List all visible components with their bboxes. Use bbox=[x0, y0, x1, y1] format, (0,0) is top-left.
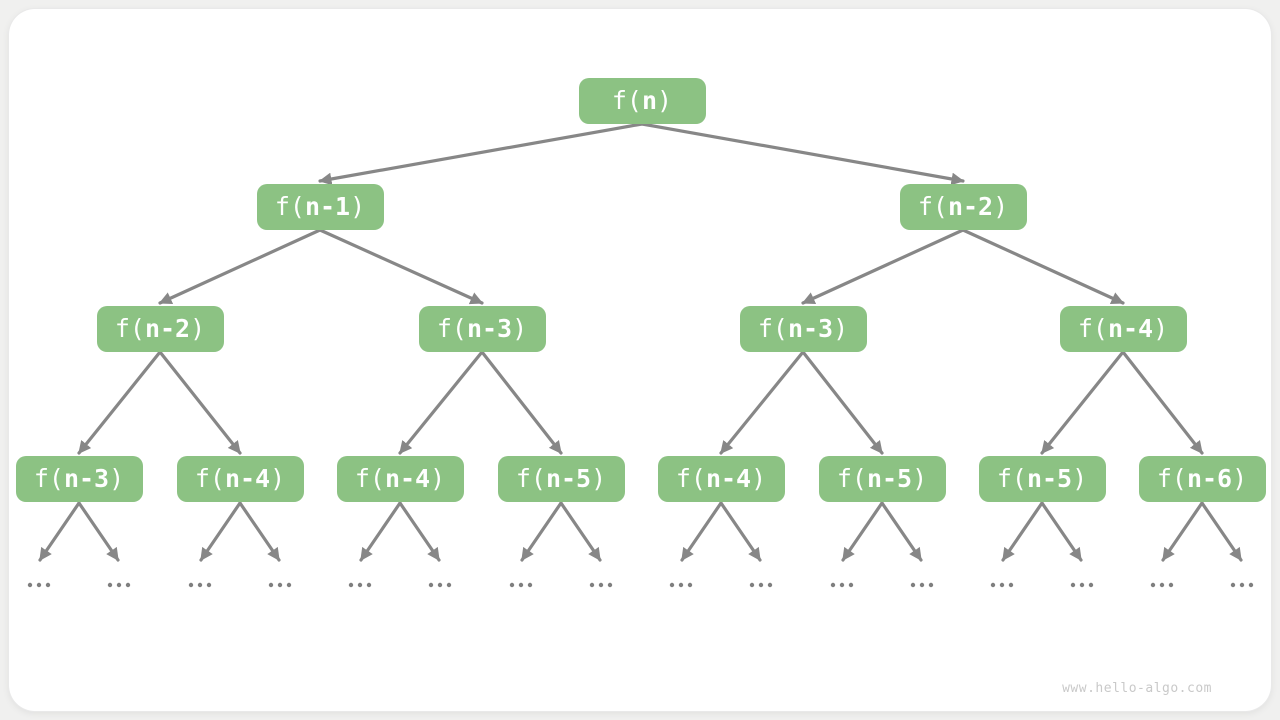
ellipsis-dot bbox=[910, 582, 916, 588]
ellipsis bbox=[1150, 582, 1174, 588]
edge-arrow bbox=[318, 122, 644, 186]
ellipsis-dot bbox=[830, 582, 836, 588]
ellipsis-dot bbox=[749, 582, 755, 588]
edge-arrow bbox=[1161, 501, 1204, 562]
edge-arrow bbox=[520, 501, 563, 562]
edge-arrow bbox=[559, 501, 602, 562]
ellipsis bbox=[910, 582, 934, 588]
ellipsis bbox=[830, 582, 854, 588]
ellipsis-dot bbox=[598, 582, 604, 588]
ellipsis bbox=[27, 582, 51, 588]
ellipsis bbox=[348, 582, 372, 588]
edge-arrow bbox=[238, 501, 281, 562]
ellipsis-dot bbox=[767, 582, 773, 588]
ellipsis-dot bbox=[437, 582, 443, 588]
ellipsis-dot bbox=[45, 582, 51, 588]
edge-arrow bbox=[77, 501, 120, 562]
edge-arrow bbox=[318, 228, 484, 305]
ellipsis bbox=[428, 582, 452, 588]
ellipsis-dot bbox=[27, 582, 33, 588]
ellipsis-dot bbox=[107, 582, 113, 588]
ellipsis-dot bbox=[206, 582, 212, 588]
edge-arrow bbox=[77, 350, 162, 455]
edge-arrow bbox=[801, 350, 884, 455]
ellipsis-dot bbox=[669, 582, 675, 588]
ellipsis-dot bbox=[678, 582, 684, 588]
ellipsis-dot bbox=[116, 582, 122, 588]
ellipsis-dot bbox=[999, 582, 1005, 588]
edge-arrow bbox=[158, 350, 242, 455]
edge-arrow bbox=[359, 501, 402, 562]
watermark: www.hello-algo.com bbox=[1062, 681, 1212, 696]
ellipsis-dot bbox=[758, 582, 764, 588]
ellipsis-dot bbox=[1079, 582, 1085, 588]
ellipsis-dot bbox=[125, 582, 131, 588]
ellipsis-dot bbox=[277, 582, 283, 588]
ellipsis-dot bbox=[509, 582, 515, 588]
edge-arrow bbox=[719, 350, 805, 455]
ellipsis-dot bbox=[197, 582, 203, 588]
ellipsis-dot bbox=[446, 582, 452, 588]
ellipsis bbox=[669, 582, 693, 588]
ellipsis-dot bbox=[366, 582, 372, 588]
ellipsis-dot bbox=[1008, 582, 1014, 588]
edge-arrow bbox=[480, 350, 563, 455]
ellipsis-dot bbox=[188, 582, 194, 588]
ellipsis bbox=[107, 582, 131, 588]
ellipsis-dot bbox=[1088, 582, 1094, 588]
diagram-panel bbox=[9, 9, 1271, 711]
edge-arrow bbox=[1200, 501, 1243, 562]
edge-arrow bbox=[398, 501, 441, 562]
ellipsis-dot bbox=[348, 582, 354, 588]
ellipsis bbox=[188, 582, 212, 588]
ellipsis-dot bbox=[1159, 582, 1165, 588]
edge-arrow bbox=[38, 501, 81, 562]
ellipsis-dot bbox=[268, 582, 274, 588]
ellipsis bbox=[589, 582, 613, 588]
ellipsis-dot bbox=[589, 582, 595, 588]
ellipsis bbox=[509, 582, 533, 588]
ellipsis-dot bbox=[1150, 582, 1156, 588]
edge-arrow bbox=[841, 501, 884, 562]
ellipsis-dot bbox=[919, 582, 925, 588]
ellipsis-dot bbox=[990, 582, 996, 588]
edge-arrow bbox=[680, 501, 723, 562]
edge-arrow bbox=[640, 122, 965, 186]
edge-arrow bbox=[961, 228, 1125, 305]
ellipsis bbox=[268, 582, 292, 588]
ellipsis-dot bbox=[839, 582, 845, 588]
ellipsis bbox=[1230, 582, 1254, 588]
ellipsis-dot bbox=[286, 582, 292, 588]
edge-arrow bbox=[719, 501, 762, 562]
edge-arrow bbox=[398, 350, 484, 455]
edge-arrow bbox=[1001, 501, 1044, 562]
ellipsis-dot bbox=[1248, 582, 1254, 588]
edge-arrow bbox=[801, 228, 965, 305]
ellipsis bbox=[749, 582, 773, 588]
edge-arrow bbox=[880, 501, 923, 562]
ellipsis bbox=[990, 582, 1014, 588]
ellipsis-dot bbox=[357, 582, 363, 588]
ellipsis-dot bbox=[1168, 582, 1174, 588]
ellipsis-dot bbox=[607, 582, 613, 588]
ellipsis-dot bbox=[1230, 582, 1236, 588]
ellipsis bbox=[1070, 582, 1094, 588]
ellipsis-dot bbox=[1070, 582, 1076, 588]
ellipsis-dot bbox=[527, 582, 533, 588]
ellipsis-dot bbox=[848, 582, 854, 588]
ellipsis-dot bbox=[1239, 582, 1245, 588]
ellipsis-dot bbox=[928, 582, 934, 588]
ellipsis-dot bbox=[687, 582, 693, 588]
ellipsis-dot bbox=[428, 582, 434, 588]
edge-arrow bbox=[158, 228, 322, 305]
ellipsis-dot bbox=[518, 582, 524, 588]
edge-arrow bbox=[1040, 501, 1083, 562]
edge-arrow bbox=[1040, 350, 1125, 455]
edge-arrow bbox=[1121, 350, 1204, 455]
edge-arrow bbox=[199, 501, 242, 562]
ellipsis-dot bbox=[36, 582, 42, 588]
